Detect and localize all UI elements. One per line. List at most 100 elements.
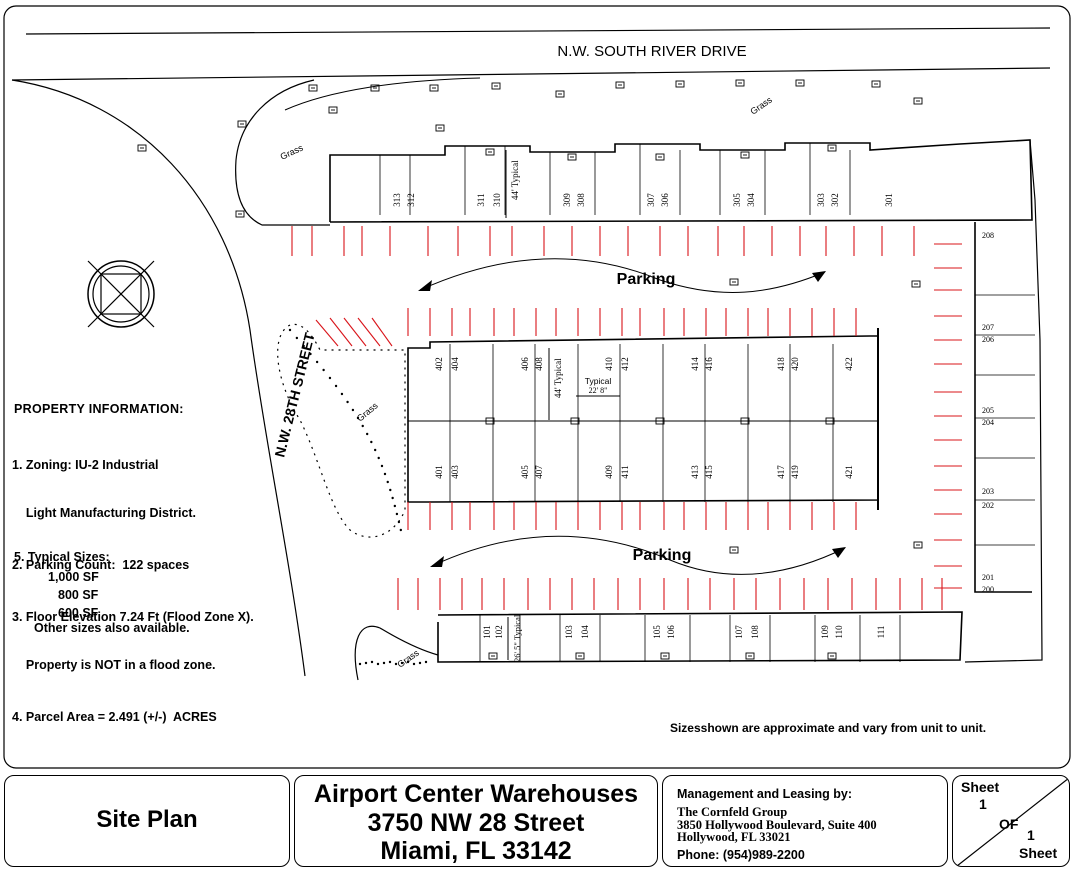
sheet-label-2: Sheet [1019,845,1058,861]
unit-number: 109 [820,625,830,639]
unit-number: 414 [690,357,700,371]
unit-number: 309 [562,193,572,207]
property-line: 3. Floor Elevation 7.24 Ft (Flood Zone X… [12,610,254,624]
fixture-symbol [655,417,665,425]
mgmt-city: Hollywood, FL 33021 [677,830,791,844]
fixture-symbol [570,417,580,425]
unit-number: 302 [830,193,840,207]
unit-number: 111 [876,626,886,639]
property-line: 2. Parking Count: 122 spaces [12,558,190,572]
roundabout-symbol [87,260,155,328]
title-block-management: Management and Leasing by: The Cornfeld … [662,775,948,867]
unit-number: 203 [982,487,994,496]
title-block-project: Airport Center Warehouses 3750 NW 28 Str… [294,775,658,867]
typical-size-item: 800 SF [58,588,99,602]
typical-size-item: 600 SF [58,606,99,620]
fixture-symbol [435,124,445,132]
fixture-symbol [735,79,745,87]
unit-number: 307 [646,193,656,207]
unit-number: 310 [492,193,502,207]
title-block-drawing: Site Plan [4,775,290,867]
parking-stripe [343,317,367,347]
unit-number: 407 [534,465,544,479]
fixture-symbol [911,280,921,288]
unit-number: 104 [580,625,590,639]
property-line: Property is NOT in a flood zone. [12,658,216,672]
fixture-symbol [137,144,147,152]
unit-number: 102 [494,625,504,639]
unit-number: 206 [982,335,994,344]
unit-number: 208 [982,231,994,240]
property-line: Light Manufacturing District. [12,506,197,520]
grass-label: Grass [395,647,421,669]
fixture-symbol [871,80,881,88]
unit-number: 200 [982,585,994,594]
fixture-symbol [491,82,501,90]
unit-number: 103 [564,625,574,639]
unit-number: 409 [604,465,614,479]
fixture-symbol [740,151,750,159]
unit-number: 413 [690,465,700,479]
typical-width-label: 22' 8" [589,386,608,395]
fixture-symbol [745,652,755,660]
fixture-symbol [827,652,837,660]
fixture-symbol [655,153,665,161]
mgmt-company: The Cornfeld Group [677,805,788,819]
unit-number: 303 [816,193,826,207]
building-100 [437,611,963,663]
unit-number: 106 [666,625,676,639]
mgmt-address: 3850 Hollywood Boulevard, Suite 400 [677,818,877,832]
fixture-symbol [308,84,318,92]
unit-number: 419 [790,465,800,479]
title-block-sheet: Sheet 1 OF 1 Sheet [952,775,1070,867]
sheet-number: 1 [979,796,987,812]
building-200 [974,222,1035,593]
parking-stripes [291,226,962,610]
parking-label-top: Parking [617,271,676,288]
unit-number: 304 [746,193,756,207]
parking-label-bottom: Parking [633,547,692,564]
street-top-label: N.W. SOUTH RIVER DRIVE [557,43,746,60]
drawing-title: Site Plan [96,806,198,833]
unit-number: 421 [844,465,854,479]
mgmt-heading: Management and Leasing by: [677,787,853,801]
site-symbols [137,79,923,666]
property-line: 4. Parcel Area = 2.491 (+/-) ACRES [12,710,217,724]
parking-arrow-top [418,258,826,293]
grass-label: Grass [279,142,305,161]
grass-label: Grass [748,94,774,116]
property-line: 1. Zoning: IU-2 Industrial [12,458,159,472]
fixture-symbol [555,90,565,98]
unit-number: 101 [482,625,492,639]
unit-number: 418 [776,357,786,371]
fixture-symbol [488,652,498,660]
of-label: OF [999,816,1019,832]
unit-number: 411 [620,465,630,478]
unit-number: 110 [834,625,844,639]
depth-label-top: 44' Typical [510,160,520,200]
fixture-symbol [575,652,585,660]
parking-arrow-bottom [430,535,846,575]
unit-number: 403 [450,465,460,479]
fixture-symbol [370,84,380,92]
unit-number: 301 [884,193,894,207]
unit-number: 406 [520,357,530,371]
unit-number: 312 [406,193,416,207]
street-side-label: N.W. 28TH STREET [271,331,317,459]
grass-label: Grass [355,400,380,423]
sizes-note: Sizesshown are approximate and vary from… [670,721,986,735]
depth-label-mid: 44' Typical [553,358,563,398]
parking-stripe [315,319,339,347]
sheet-divider [956,777,1069,866]
drawing-border [3,5,1071,769]
project-city: Miami, FL 33142 [380,837,572,865]
property-info-lines: 1. Zoning: IU-2 Industrial Light Manufac… [12,425,254,741]
unit-number: 105 [652,625,662,639]
fixture-symbol [328,106,338,114]
project-address: 3750 NW 28 Street [367,809,585,837]
typical-sizes-title: 5. Typical Sizes: [14,550,110,564]
fixture-symbol [825,417,835,425]
fixture-symbol [795,79,805,87]
depth-label-bottom: 26' 5" Typical [512,614,522,662]
